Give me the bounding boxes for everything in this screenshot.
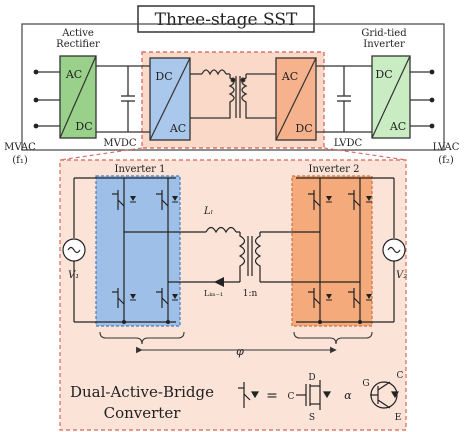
- inverter2-diodes: [318, 196, 372, 324]
- svg-text:AC: AC: [281, 70, 298, 83]
- v2-label: V₂: [396, 270, 407, 281]
- mvac-freq-label: (f₁): [12, 155, 28, 166]
- legend-s: S: [309, 413, 315, 423]
- mvac-terminals: [33, 69, 39, 129]
- lvdc-label: LVDC: [334, 138, 363, 149]
- lvac-label: LVAC: [433, 142, 460, 153]
- inverter2-switches: [296, 177, 394, 323]
- phase-label: φ: [236, 345, 244, 358]
- v1-label: V₁: [68, 270, 79, 281]
- diagram-title: Three-stage SST: [155, 10, 298, 30]
- legend-alpha: α: [344, 389, 352, 402]
- svg-text:AC: AC: [65, 68, 82, 81]
- leakage-current-arrow: [214, 277, 224, 287]
- source-v2: [382, 178, 406, 322]
- dab-secondary-block: AC DC: [275, 57, 317, 141]
- equals-sign: =: [266, 388, 278, 404]
- leakage-label: Lₖₙ₋₁: [204, 289, 223, 298]
- mvdc-label: MVDC: [103, 138, 136, 149]
- active-rectifier-block: AC DC: [59, 55, 97, 139]
- igbt-icon: [370, 381, 400, 409]
- switch-symbol-icon: [238, 382, 260, 408]
- grid-tied-label-2: Inverter: [363, 39, 405, 50]
- inverter1-region: [95, 175, 181, 327]
- grid-tied-inverter-block: DC AC: [371, 55, 411, 139]
- svg-text:DC: DC: [155, 70, 172, 83]
- phase-shift-bracket: [99, 331, 373, 354]
- active-rectifier-label-1: Active: [61, 28, 94, 39]
- caption-line1: Dual-Active-Bridge: [70, 383, 214, 401]
- mvdc-capacitor: [121, 66, 135, 132]
- inverter2-region: [291, 175, 373, 327]
- dab-link: [124, 226, 360, 283]
- svg-text:DC: DC: [295, 122, 312, 135]
- svg-text:AC: AC: [389, 120, 406, 133]
- legend-e: E: [395, 413, 402, 423]
- system-box: [21, 23, 445, 151]
- hf-transformer: [190, 69, 276, 119]
- inductor-label: Lₗ: [203, 206, 213, 217]
- caption-line2: Converter: [104, 404, 182, 422]
- mvac-lines: [36, 71, 60, 127]
- legend-g: G: [362, 379, 369, 389]
- mvac-label: MVAC: [4, 142, 36, 153]
- lvdc-capacitor: [337, 66, 351, 132]
- dab-primary-block: DC AC: [149, 57, 191, 141]
- inverter1-label: Inverter 1: [115, 164, 166, 175]
- legend-c2: C: [397, 371, 404, 381]
- inverter2-label: Inverter 2: [309, 164, 360, 175]
- active-rectifier-label-2: Rectifier: [56, 39, 100, 50]
- lvac-terminals: [429, 69, 435, 129]
- inverter1-diodes: [122, 196, 178, 324]
- source-v1: [62, 178, 86, 322]
- title-box: [137, 5, 315, 33]
- svg-text:DC: DC: [75, 120, 92, 133]
- legend-d: D: [308, 373, 315, 383]
- lvac-freq-label: (f₂): [438, 155, 454, 166]
- svg-text:AC: AC: [169, 122, 186, 135]
- turns-ratio-label: 1:n: [243, 289, 258, 299]
- legend-c: C: [288, 392, 295, 402]
- lvac-lines: [410, 71, 432, 127]
- mosfet-icon: [296, 380, 332, 410]
- inverter1-switches: [74, 177, 176, 323]
- svg-text:DC: DC: [375, 68, 392, 81]
- grid-tied-label-1: Grid-tied: [361, 28, 407, 39]
